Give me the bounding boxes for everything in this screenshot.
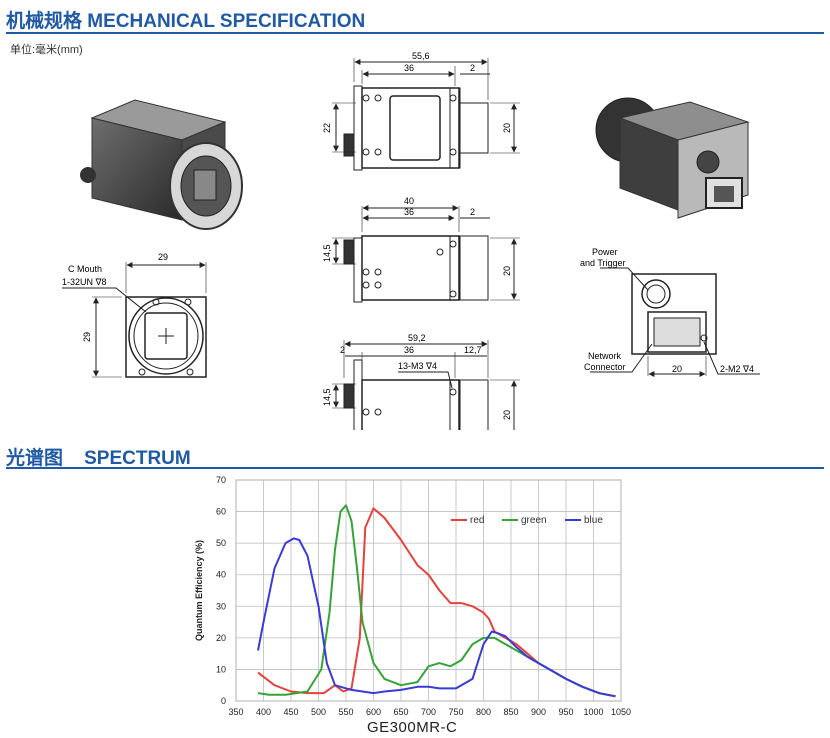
spectrum-title: 光谱图 SPECTRUM — [6, 448, 191, 469]
series-line-blue — [257, 537, 616, 698]
rear-width-label: 20 — [672, 364, 682, 374]
rear-view-drawing — [590, 267, 760, 377]
spectrum-rule — [6, 467, 824, 469]
c-mount-label-1: C Mouth — [68, 264, 102, 274]
y-tick-label: 10 — [216, 664, 226, 674]
c-mount-label-2: 1-32UN ∇8 — [62, 277, 107, 287]
camera-3d-front-icon — [80, 99, 243, 230]
x-tick-label: 500 — [311, 707, 326, 717]
y-tick-label: 0 — [221, 696, 226, 706]
chart-caption: GE300MR-C — [367, 719, 458, 736]
x-tick-label: 950 — [558, 707, 573, 717]
x-tick-label: 400 — [256, 707, 271, 717]
y-tick-label: 40 — [216, 570, 226, 580]
rear-hole-label: 2-M2 ∇4 — [720, 364, 754, 374]
bottom-right-margin-label: 12,7 — [464, 345, 482, 355]
power-label-1: Power — [592, 247, 618, 257]
mechanical-drawings: 29 29 C Mouth 1-32UN ∇8 55,6 36 2 22 20 — [62, 51, 760, 430]
x-tick-label: 850 — [503, 707, 518, 717]
legend-label-blue: blue — [584, 515, 603, 526]
y-tick-label: 60 — [216, 507, 226, 517]
x-tick-label: 650 — [393, 707, 408, 717]
power-label-2: and Trigger — [580, 258, 626, 268]
side-view-drawing — [332, 205, 520, 303]
x-tick-label: 800 — [476, 707, 491, 717]
front-view-drawing — [62, 262, 207, 378]
network-label-2: Connector — [584, 362, 626, 372]
x-tick-label: 900 — [531, 707, 546, 717]
top-view-drawing — [332, 58, 520, 171]
x-tick-label: 550 — [338, 707, 353, 717]
front-width-label: 29 — [158, 252, 168, 262]
middle-left-height-label: 14,5 — [322, 244, 332, 262]
x-tick-label: 750 — [448, 707, 463, 717]
mechanical-rule — [6, 32, 824, 34]
y-tick-label: 30 — [216, 601, 226, 611]
x-tick-label: 1050 — [611, 707, 631, 717]
y-tick-label: 50 — [216, 538, 226, 548]
unit-label: 单位:毫米(mm) — [10, 44, 83, 56]
top-overall-label: 55,6 — [412, 51, 430, 61]
camera-3d-rear-icon — [595, 97, 750, 219]
top-left-height-label: 22 — [322, 123, 332, 133]
middle-right-height-label: 20 — [502, 266, 512, 276]
top-body-label: 36 — [404, 63, 414, 73]
middle-body-label: 36 — [404, 207, 414, 217]
network-label-1: Network — [588, 351, 622, 361]
middle-overall-label: 40 — [404, 196, 414, 206]
legend-label-green: green — [521, 515, 547, 526]
middle-flange-label: 2 — [470, 207, 475, 217]
bottom-hole-label: 13-M3 ∇4 — [398, 361, 437, 371]
bottom-overall-label: 59,2 — [408, 333, 426, 343]
bottom-body-label: 36 — [404, 345, 414, 355]
y-tick-label: 70 — [216, 475, 226, 485]
y-axis-label: Quantum Efficiency (%) — [194, 540, 204, 641]
x-tick-label: 350 — [228, 707, 243, 717]
mechanical-title: 机械规格 MECHANICAL SPECIFICATION — [6, 11, 366, 32]
x-tick-label: 700 — [421, 707, 436, 717]
bottom-left-height-label: 14,5 — [322, 388, 332, 406]
bottom-right-height-label: 20 — [502, 410, 512, 420]
top-flange-label: 2 — [470, 63, 475, 73]
front-height-label: 29 — [82, 332, 92, 342]
bottom-view-drawing — [332, 340, 520, 430]
legend-label-red: red — [470, 515, 484, 526]
top-right-height-label: 20 — [502, 123, 512, 133]
y-tick-label: 20 — [216, 633, 226, 643]
x-tick-label: 450 — [283, 707, 298, 717]
x-tick-label: 1000 — [583, 707, 603, 717]
bottom-left-margin-label: 2 — [340, 345, 345, 355]
x-tick-label: 600 — [366, 707, 381, 717]
